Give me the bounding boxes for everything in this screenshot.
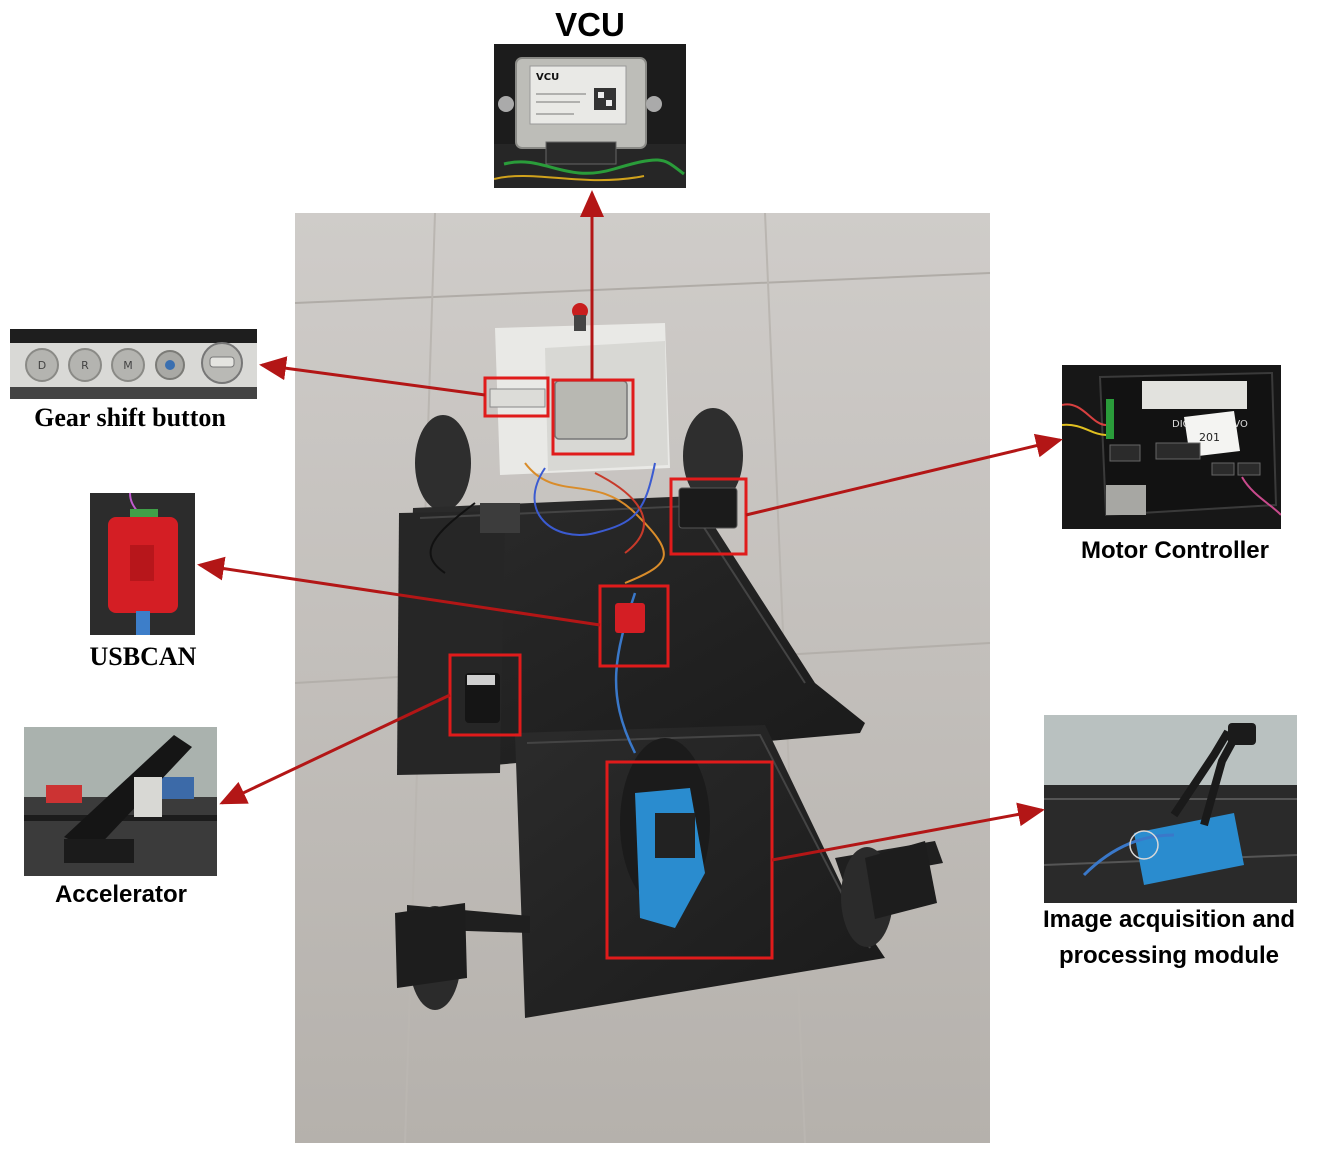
vcu-label: VCU: [555, 6, 625, 43]
accelerator-pedal: [64, 735, 192, 851]
usbcan-label: USBCAN: [89, 642, 197, 671]
image-module-inset: [1044, 715, 1297, 903]
camera-head: [1228, 723, 1256, 745]
motor-controller-label: Motor Controller: [1081, 537, 1269, 564]
gear-button-d-label: D: [38, 359, 46, 372]
gear-button-r-label: R: [81, 359, 89, 372]
wheel-rear-left: [415, 415, 471, 511]
camera-base: [1134, 813, 1244, 885]
gear-button-m-label: M: [123, 359, 133, 372]
gear-shift-inset: D R M: [10, 329, 257, 399]
image-module-label-line1: Image acquisition and: [1042, 906, 1296, 933]
motor-controller-tag-text: 201: [1199, 431, 1220, 444]
platform-photo: [295, 213, 990, 1143]
motor-controller-unit: [678, 487, 738, 529]
image-module-label-line2: processing module: [1058, 942, 1280, 969]
accelerator-label: Accelerator: [54, 881, 188, 908]
vcu-plate-text: VCU: [536, 72, 559, 83]
gear-shift-label: Gear shift button: [34, 403, 226, 432]
accelerator-inset: [24, 727, 217, 876]
platform-illustration: [295, 213, 990, 1143]
usbcan-inset: [90, 493, 195, 635]
usbcan-unit: [615, 603, 645, 633]
motor-controller-inset: DIGITAL SERVO 201: [1062, 365, 1281, 529]
vcu-inset: VCU: [494, 44, 686, 188]
image-module-label: Image acquisition and processing module: [1016, 902, 1322, 974]
vcu-unit: [554, 380, 628, 440]
